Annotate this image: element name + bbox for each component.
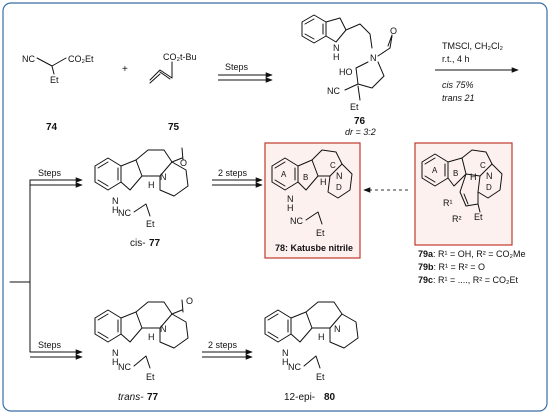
- group-epi80-et: Et: [316, 372, 325, 382]
- ring-79-b: B: [453, 169, 458, 178]
- group-cis77-hn: H: [112, 205, 119, 215]
- group-79-h: H: [470, 172, 477, 182]
- compound-trans-77: N H H N O NC Et trans- 77: [94, 296, 193, 403]
- compound-74: NC CO₂Et Et 74: [22, 54, 94, 133]
- plus-sign: +: [122, 64, 128, 75]
- label-cis77: 77: [149, 238, 161, 249]
- branch-line: [9, 179, 31, 353]
- group-74-et: Et: [50, 75, 59, 85]
- group-76-et: Et: [350, 102, 359, 112]
- dr-76: dr = 3:2: [345, 127, 376, 137]
- group-cis77-n: N: [112, 196, 119, 206]
- compound-cis-77: N H H N O NC Et cis- 77: [94, 147, 189, 249]
- group-trans77-h: H: [148, 332, 155, 342]
- compound-76: N H N O HO NC Et 76 dr = 3:2: [301, 14, 397, 137]
- label-76: 76: [354, 116, 366, 127]
- group-78-n-ring: N: [336, 171, 343, 181]
- group-76-n-indole: N: [333, 43, 340, 53]
- group-74-ester: CO₂Et: [68, 54, 94, 64]
- label-epi80-prefix: 12-epi-: [284, 392, 315, 403]
- group-cis77-o: O: [180, 158, 187, 168]
- group-trans77-o: O: [186, 296, 193, 306]
- group-cis77-h: H: [148, 180, 155, 190]
- compound-79-variants: 79a: R¹ = OH, R² = CO₂Me 79b: R¹ = R² = …: [418, 249, 526, 285]
- ring-79-a: A: [432, 166, 438, 175]
- label-epi80: 80: [324, 392, 336, 403]
- ring-78-b: B: [303, 173, 308, 182]
- group-76-ho: HO: [339, 67, 353, 77]
- group-epi80-n-ring: N: [334, 324, 341, 334]
- label-trans77-prefix: trans-: [118, 392, 144, 403]
- group-trans77-nc: NC: [118, 362, 131, 372]
- variant-79b: 79b: R¹ = R² = O: [418, 262, 485, 272]
- reagent-tmscl: TMSCl, CH₂Cl₂: [442, 41, 503, 51]
- group-74-nc: NC: [22, 54, 35, 64]
- group-76-nc: NC: [327, 86, 340, 96]
- group-cis77-nc: NC: [118, 208, 131, 218]
- group-trans77-et: Et: [146, 372, 155, 382]
- two-steps-mid-label: 2 steps: [218, 168, 248, 178]
- compound-79: A B C D N H R¹ R² Et: [421, 149, 503, 224]
- group-cis77-n-ring: N: [160, 172, 167, 182]
- compound-75: CO₂t-Bu 75: [149, 52, 197, 133]
- compound-12-epi-80: N H H N NC Et 12-epi- 80: [264, 301, 359, 403]
- group-78-h: H: [320, 177, 327, 187]
- group-75-ester: CO₂t-Bu: [163, 52, 197, 62]
- steps-bottom-label: Steps: [38, 340, 62, 350]
- group-trans77-hn: H: [112, 357, 119, 367]
- two-steps-bottom-label: 2 steps: [208, 340, 238, 350]
- group-79-r1: R¹: [443, 198, 453, 208]
- group-76-h-indole: H: [333, 52, 340, 62]
- compound-78: A B C D N H H N NC Et 78: Katusbe nitril…: [271, 149, 353, 253]
- yield-trans: trans 21: [442, 93, 475, 103]
- group-trans77-n: N: [112, 348, 119, 358]
- ring-78-d: D: [336, 183, 342, 192]
- group-78-n: N: [287, 194, 294, 204]
- variant-79a: 79a: R¹ = OH, R² = CO₂Me: [418, 249, 526, 259]
- label-74: 74: [46, 122, 58, 133]
- group-trans77-n-ring: N: [160, 324, 167, 334]
- group-epi80-hn: H: [282, 357, 289, 367]
- group-79-r2: R²: [452, 214, 462, 224]
- group-78-nc: NC: [290, 216, 303, 226]
- group-76-n-amide: N: [370, 53, 377, 63]
- label-78-name: : Katusbe nitrile: [285, 243, 353, 253]
- group-epi80-n: N: [282, 348, 289, 358]
- ring-79-c: C: [480, 161, 486, 170]
- steps-mid-label: Steps: [38, 168, 62, 178]
- ring-79-d: D: [486, 183, 492, 192]
- group-78-hn: H: [287, 203, 294, 213]
- group-epi80-h: H: [318, 332, 325, 342]
- group-79-et: Et: [474, 212, 483, 222]
- group-cis77-et: Et: [146, 219, 155, 229]
- group-epi80-nc: NC: [288, 362, 301, 372]
- group-76-o: O: [390, 26, 397, 36]
- yield-cis: cis 75%: [442, 80, 474, 90]
- ring-78-c: C: [330, 161, 336, 170]
- label-78-number: 78: [275, 243, 285, 253]
- variant-79c: 79c: R¹ = ...., R² = CO₂Et: [418, 275, 519, 285]
- steps-top-label: Steps: [225, 62, 249, 72]
- group-78-et: Et: [316, 228, 325, 238]
- label-78: 78: Katusbe nitrile: [275, 243, 353, 253]
- ring-78-a: A: [281, 170, 287, 179]
- label-75: 75: [168, 122, 180, 133]
- group-79-n: N: [486, 171, 493, 181]
- label-cis77-prefix: cis-: [130, 238, 146, 249]
- label-trans77: 77: [147, 392, 159, 403]
- reagent-conditions: r.t., 4 h: [442, 54, 470, 64]
